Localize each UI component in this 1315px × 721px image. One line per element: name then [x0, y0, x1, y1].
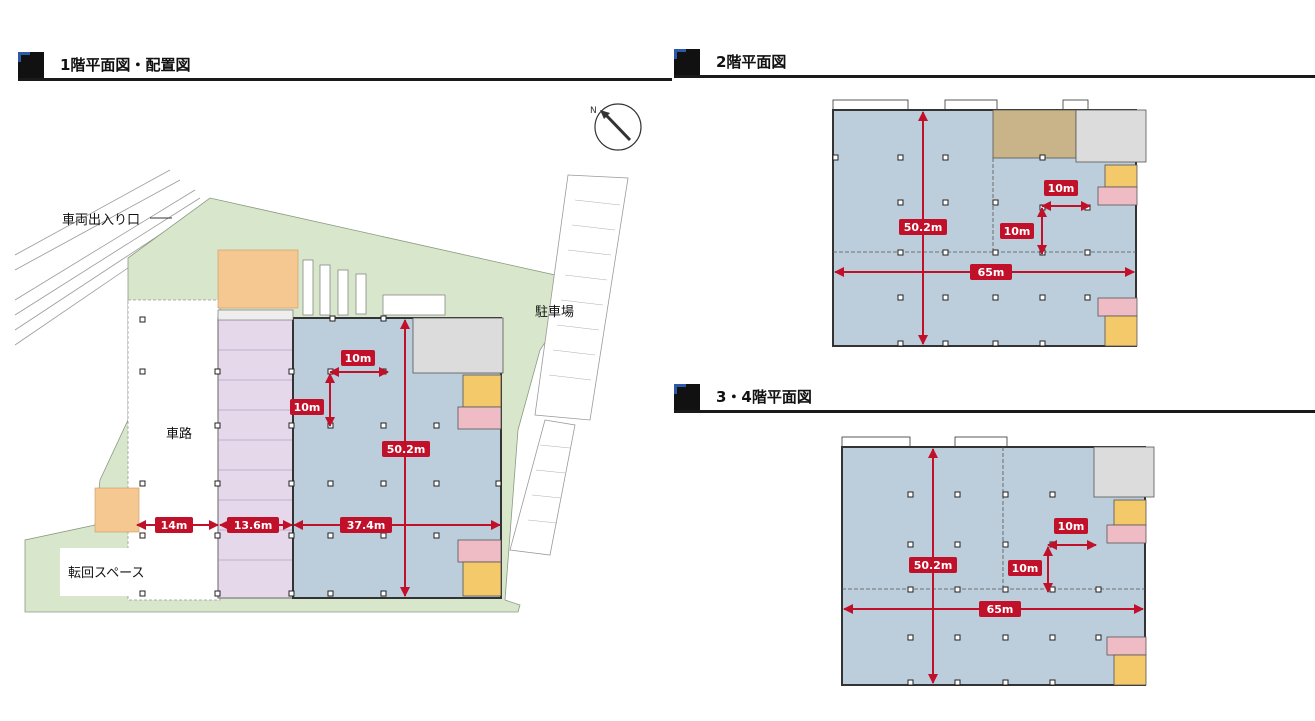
elevator-pink-1	[457, 406, 502, 430]
stair-orange-1	[462, 374, 502, 408]
label-turning-space: 転回スペース	[68, 566, 144, 581]
dim-f34-grid-v: 10m	[1012, 562, 1039, 575]
dim-f34-depth: 50.2m	[914, 559, 953, 572]
floor2-core	[1075, 109, 1147, 163]
floor2-tan-room	[992, 109, 1077, 159]
dim-f1-37-4m: 37.4m	[347, 519, 386, 532]
header-marker	[674, 49, 700, 75]
label-roadway: 車路	[166, 426, 192, 442]
floor2-main-area	[832, 109, 1137, 347]
floor34-core	[1093, 446, 1155, 498]
dim-f2-grid-h: 10m	[1048, 182, 1075, 195]
section-title-floor2: 2階平面図	[716, 53, 787, 71]
dim-f1-grid-h: 10m	[345, 352, 372, 365]
dim-f1-depth: 50.2m	[387, 443, 426, 456]
core-area	[412, 317, 504, 374]
header-marker	[18, 52, 44, 78]
dim-f2-width: 65m	[978, 266, 1005, 279]
dim-f2-grid-v: 10m	[1004, 225, 1031, 238]
section-header-floor1: 1階平面図・配置図	[18, 52, 672, 81]
dim-f34-grid-h: 10m	[1058, 520, 1085, 533]
floor34-plan: 10m 10m 50.2m 65m	[841, 436, 1155, 686]
lavender-zone	[217, 317, 294, 599]
section-title-floor34: 3・4階平面図	[716, 388, 812, 406]
floor1-columns	[139, 315, 502, 597]
turning-space-box	[60, 548, 158, 596]
compass-icon: N	[590, 103, 642, 151]
section-header-floor2: 2階平面図	[674, 49, 1315, 78]
compass-label: N	[590, 106, 597, 116]
dim-f1-13-6m: 13.6m	[234, 519, 273, 532]
elevator-pink-2	[457, 539, 502, 563]
label-parking: 駐車場	[535, 305, 574, 320]
header-marker	[674, 384, 700, 410]
peach-area-left	[94, 487, 140, 533]
floor2-plan: 10m 10m 50.2m 65m	[832, 99, 1147, 347]
dim-f1-14m: 14m	[161, 519, 188, 532]
section-header-floor34: 3・4階平面図	[674, 384, 1315, 413]
stair-orange-2	[462, 561, 502, 597]
peach-area-top	[217, 249, 299, 309]
dim-f2-depth: 50.2m	[904, 221, 943, 234]
section-title-floor1: 1階平面図・配置図	[60, 56, 191, 74]
parking-stalls-top	[302, 259, 446, 316]
label-vehicle-entrance: 車両出入り口	[62, 213, 140, 228]
dim-f34-width: 65m	[987, 603, 1014, 616]
dim-f1-grid-v: 10m	[294, 401, 321, 414]
parking-right	[509, 174, 629, 556]
